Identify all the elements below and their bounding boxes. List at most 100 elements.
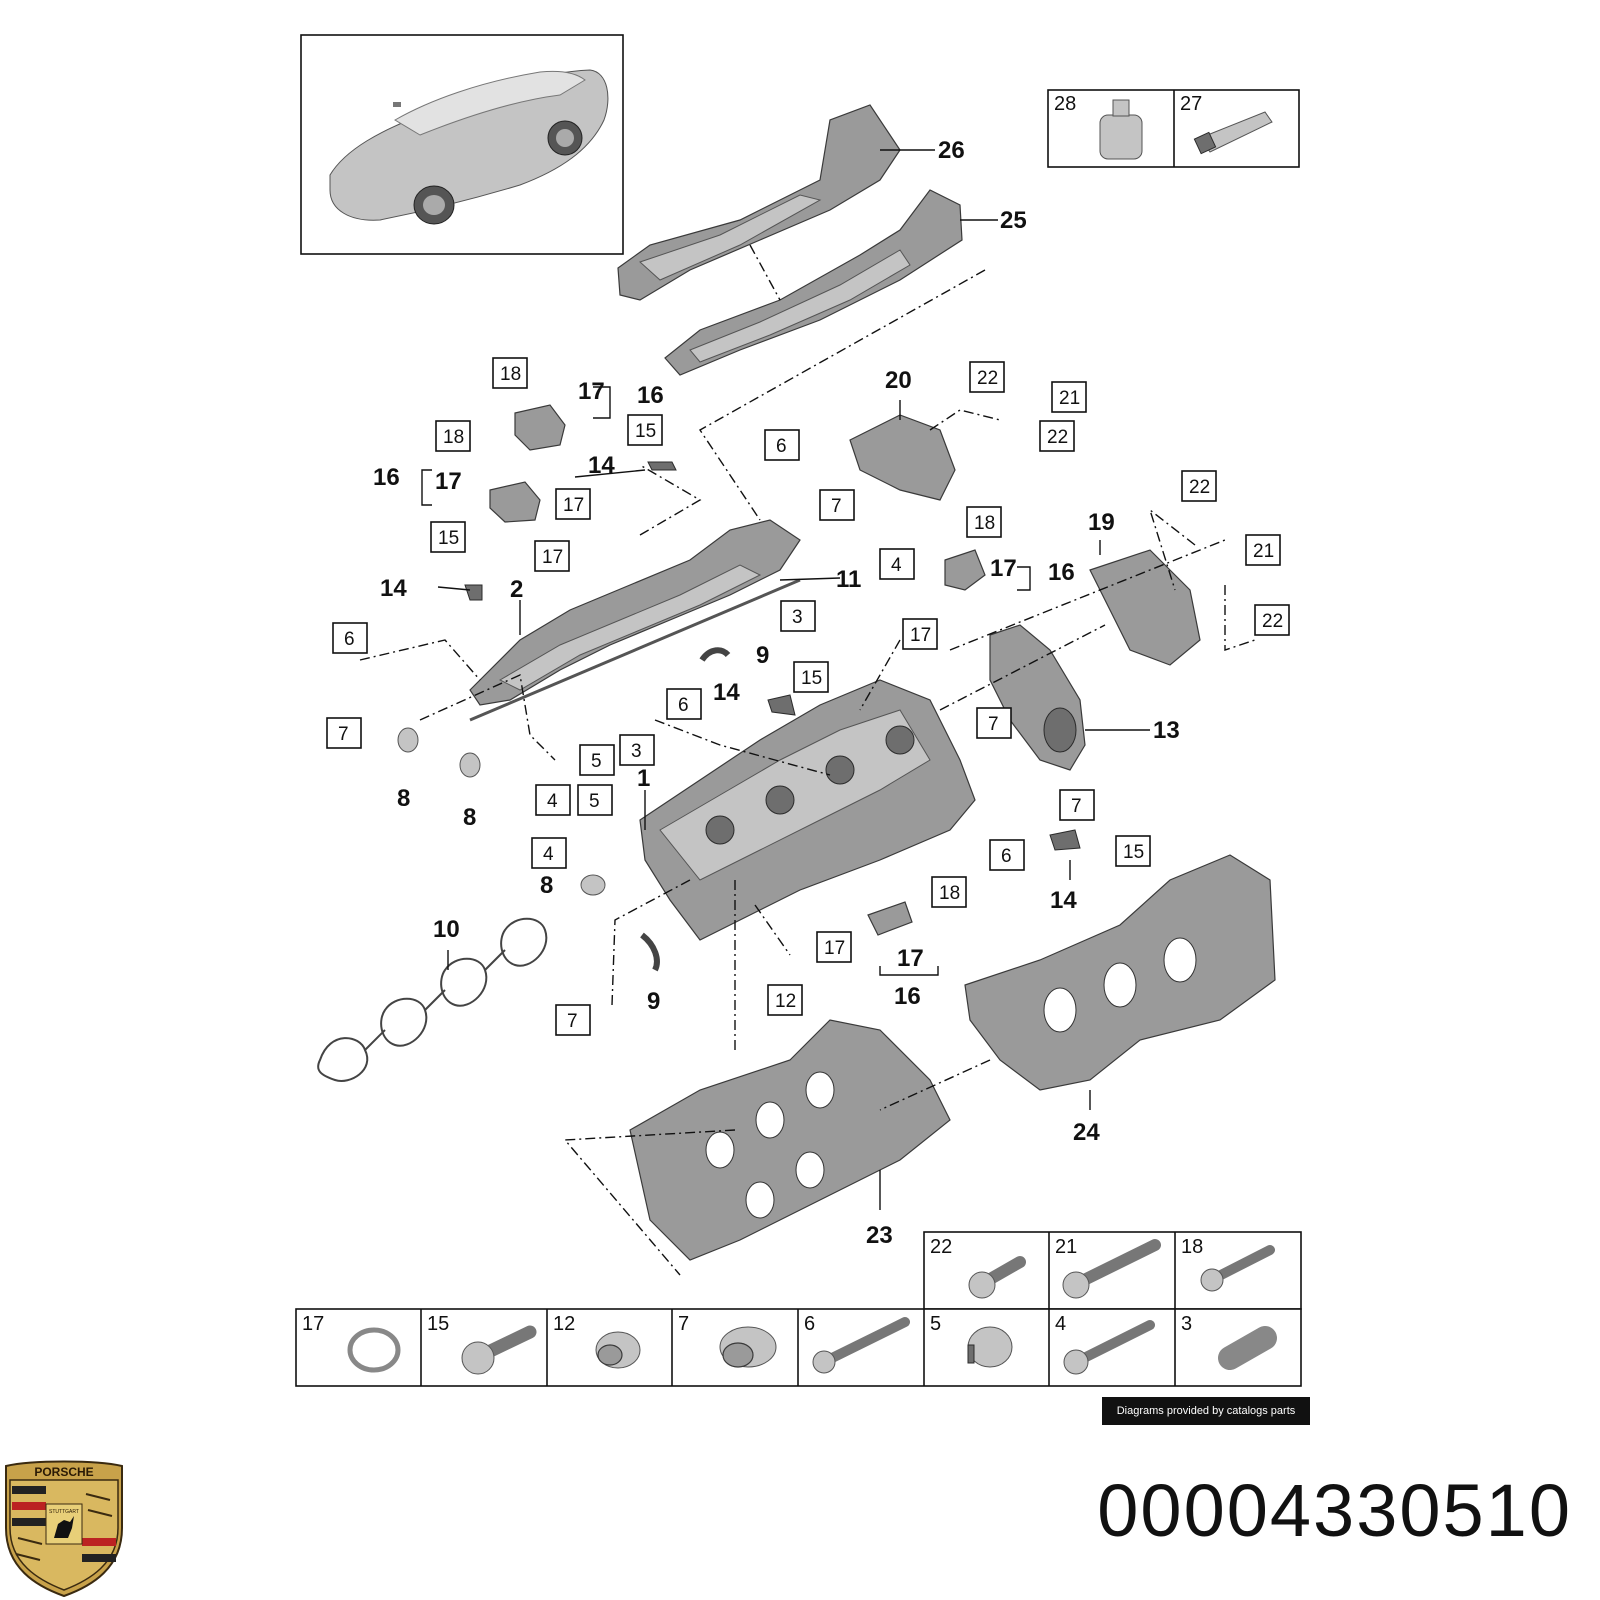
boxed-label: 7 xyxy=(338,724,349,745)
boxed-label: 3 xyxy=(792,607,803,628)
clips-9 xyxy=(640,647,731,972)
callout-label: 13 xyxy=(1153,717,1180,744)
consumables-box: 28 27 xyxy=(1047,89,1300,168)
callout-label: 14 xyxy=(380,575,407,602)
cell-num-6: 6 xyxy=(804,1313,815,1335)
cell-num-7: 7 xyxy=(678,1313,689,1335)
tube-icon xyxy=(1193,111,1273,155)
callout-label: 14 xyxy=(1050,887,1077,914)
cell-num-3: 3 xyxy=(1181,1313,1192,1335)
callout-label: 10 xyxy=(433,916,460,943)
callout-label: 16 xyxy=(894,983,921,1010)
callout-label: 14 xyxy=(713,679,740,706)
callout-label: 26 xyxy=(938,137,965,164)
boxed-label: 18 xyxy=(443,427,464,448)
boxed-label: 18 xyxy=(939,883,960,904)
leader-lines xyxy=(421,149,1150,1210)
cylinder-head-1 xyxy=(639,679,976,941)
boxed-label: 12 xyxy=(775,991,796,1012)
part-number: 00004330510 xyxy=(1097,1469,1572,1552)
gasket-10 xyxy=(317,917,548,1082)
bracket-19 xyxy=(1089,549,1201,666)
svg-text:STUTTGART: STUTTGART xyxy=(49,1509,79,1515)
callout-label: 16 xyxy=(1048,559,1075,586)
callout-label: 19 xyxy=(1088,509,1115,536)
boxed-label: 18 xyxy=(500,364,521,385)
timing-cover-13 xyxy=(989,624,1086,771)
boxed-label: 15 xyxy=(801,668,822,689)
boxed-label: 22 xyxy=(977,368,998,389)
boxed-label: 6 xyxy=(1001,846,1012,867)
boxed-label: 7 xyxy=(988,714,999,735)
cell-num-18: 18 xyxy=(1181,1236,1203,1258)
boxed-label: 4 xyxy=(547,791,558,812)
cell-num-27: 27 xyxy=(1180,93,1202,115)
boxed-label: 21 xyxy=(1253,541,1274,562)
callout-label: 17 xyxy=(990,555,1017,582)
callout-label: 8 xyxy=(397,785,410,812)
boxed-label: 5 xyxy=(591,751,602,772)
boxed-callouts: 18 18 15 15 17 17 6 7 4 3 6 7 5 4 3 5 4 … xyxy=(326,357,1290,1036)
boxed-label: 22 xyxy=(1047,427,1068,448)
boxed-label: 22 xyxy=(1189,477,1210,498)
boxed-label: 5 xyxy=(589,791,600,812)
boxed-label: 7 xyxy=(831,496,842,517)
callout-label: 9 xyxy=(647,988,660,1015)
camshaft-housing-24 xyxy=(964,854,1276,1091)
callout-label: 2 xyxy=(510,576,523,603)
o-ring-icon xyxy=(347,1327,401,1373)
boxed-label: 15 xyxy=(1123,842,1144,863)
callout-label: 17 xyxy=(435,468,462,495)
boxed-label: 4 xyxy=(543,844,554,865)
plug-icon xyxy=(595,1331,641,1369)
boxed-label: 15 xyxy=(635,421,656,442)
cell-num-28: 28 xyxy=(1054,93,1076,115)
camshaft-carrier-25 xyxy=(664,189,963,376)
callout-label: 23 xyxy=(866,1222,893,1249)
plugs-8 xyxy=(397,727,606,896)
boxed-label: 18 xyxy=(974,513,995,534)
boxed-label: 17 xyxy=(563,495,584,516)
boxed-label: 17 xyxy=(542,547,563,568)
callout-label: 24 xyxy=(1073,1119,1100,1146)
bolt-flange-icon xyxy=(461,1325,537,1375)
cell-num-22: 22 xyxy=(930,1236,952,1258)
boxed-label: 6 xyxy=(344,629,355,650)
bolt-medium-icon xyxy=(1063,1320,1155,1375)
diagram-credit: Diagrams provided by catalogs parts xyxy=(1102,1397,1310,1425)
sensors-14 xyxy=(464,461,1081,851)
callout-label: 14 xyxy=(588,452,615,479)
boxed-label: 4 xyxy=(891,555,902,576)
hardware-table-top: 22 21 18 xyxy=(923,1231,1302,1310)
bolt-long-icon xyxy=(812,1317,910,1374)
cell-num-12: 12 xyxy=(553,1313,575,1335)
seal-cap-icon xyxy=(719,1326,777,1368)
porsche-crest-logo: PORSCHE STUTTGART xyxy=(5,1460,123,1598)
callout-label: 17 xyxy=(897,945,924,972)
bolt-small-icon xyxy=(1200,1245,1275,1292)
cell-num-4: 4 xyxy=(1055,1313,1066,1335)
cell-num-21: 21 xyxy=(1055,1236,1077,1258)
bracket-20 xyxy=(849,414,956,501)
boxed-label: 7 xyxy=(567,1011,578,1032)
boxed-label: 3 xyxy=(631,741,642,762)
callout-label: 16 xyxy=(637,382,664,409)
camshaft-housing-left xyxy=(469,519,801,722)
cell-num-5: 5 xyxy=(930,1313,941,1335)
callout-label: 25 xyxy=(1000,207,1027,234)
boxed-label: 15 xyxy=(438,528,459,549)
callout-label: 20 xyxy=(885,367,912,394)
bolt-short-icon xyxy=(968,1256,1026,1299)
callout-label: 9 xyxy=(756,642,769,669)
bold-callouts: 26 25 20 17 16 16 17 14 14 2 11 9 14 13 … xyxy=(373,137,1180,1249)
boxed-label: 6 xyxy=(678,695,689,716)
bolt-long-icon xyxy=(1062,1239,1161,1299)
callout-label: 8 xyxy=(540,872,553,899)
hardware-table-bottom: 17 15 12 7 6 5 4 3 xyxy=(295,1308,1302,1387)
boxed-label: 21 xyxy=(1059,388,1080,409)
callout-label: 17 xyxy=(578,378,605,405)
cell-num-17: 17 xyxy=(302,1313,324,1335)
callout-label: 16 xyxy=(373,464,400,491)
cell-num-15: 15 xyxy=(427,1313,449,1335)
